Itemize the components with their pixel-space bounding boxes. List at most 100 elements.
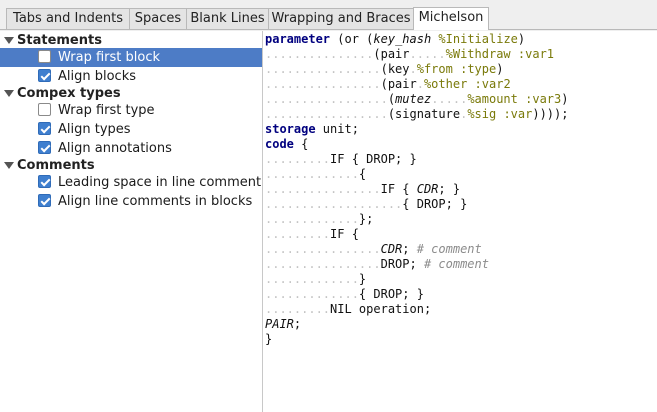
code-line: .........NIL operation; bbox=[265, 302, 568, 317]
option-align-line-comments-in-blocks[interactable]: Align line comments in blocks bbox=[0, 192, 262, 211]
tab-bar: Tabs and Indents Spaces Blank Lines Wrap… bbox=[0, 0, 657, 30]
code-token: %sig bbox=[467, 107, 497, 121]
code-line: PAIR; bbox=[265, 317, 568, 332]
tree-group-comments[interactable]: Comments bbox=[0, 156, 262, 175]
code-line: .................(mutez.....%amount :var… bbox=[265, 92, 568, 107]
code-line: ................DROP; # comment bbox=[265, 257, 568, 272]
code-token: ) bbox=[561, 92, 569, 106]
code-line: code { bbox=[265, 137, 568, 152]
expand-triangle-icon[interactable] bbox=[4, 90, 14, 97]
code-line: .........IF { DROP; } bbox=[265, 152, 568, 167]
checkbox-checked[interactable] bbox=[38, 122, 51, 135]
code-token: CDR bbox=[380, 242, 403, 256]
option-label: Wrap first type bbox=[58, 103, 155, 118]
code-token: } bbox=[265, 332, 273, 346]
whitespace-dots: ..... bbox=[431, 92, 468, 106]
code-line: .........IF { bbox=[265, 227, 568, 242]
code-token: :var2 bbox=[474, 77, 511, 91]
code-token: NIL operation; bbox=[330, 302, 432, 316]
tree-group-statements[interactable]: Statements bbox=[0, 31, 262, 50]
code-token: IF { bbox=[330, 227, 359, 241]
checkbox[interactable] bbox=[38, 50, 51, 63]
whitespace-dots: ............. bbox=[265, 212, 359, 226]
group-label: Statements bbox=[17, 33, 102, 48]
checkbox[interactable] bbox=[38, 103, 51, 116]
code-token: %other bbox=[423, 77, 468, 91]
checkbox-checked[interactable] bbox=[38, 69, 51, 82]
code-token: mutez bbox=[395, 92, 432, 106]
option-wrap-first-block[interactable]: Wrap first block bbox=[0, 48, 262, 67]
code-token: parameter bbox=[265, 32, 331, 46]
code-line: .............}; bbox=[265, 212, 568, 227]
whitespace-dots: ................ bbox=[265, 257, 381, 271]
code-token: key_hash bbox=[373, 32, 432, 46]
whitespace-dots: ............. bbox=[265, 287, 359, 301]
whitespace-dots: . bbox=[460, 107, 468, 121]
code-line: } bbox=[265, 332, 568, 347]
whitespace-dots: ................ bbox=[265, 182, 381, 196]
code-token: ) bbox=[517, 32, 526, 46]
code-token: (signature bbox=[387, 107, 461, 121]
code-token: :var3 bbox=[525, 92, 562, 106]
code-token: :var1 bbox=[517, 47, 555, 61]
tab-tabs-and-indents[interactable]: Tabs and Indents bbox=[6, 8, 130, 29]
code-line: .............{ DROP; } bbox=[265, 287, 568, 302]
code-line: storage unit; bbox=[265, 122, 568, 137]
expand-triangle-icon[interactable] bbox=[4, 162, 14, 169]
code-token: :var bbox=[503, 107, 533, 121]
code-line: ................(pair.%other :var2 bbox=[265, 77, 568, 92]
group-label: Comments bbox=[17, 158, 95, 173]
option-align-annotations[interactable]: Align annotations bbox=[0, 139, 262, 158]
whitespace-dots: ................... bbox=[265, 197, 403, 211]
code-token: # comment bbox=[423, 257, 489, 271]
expand-triangle-icon[interactable] bbox=[4, 37, 14, 44]
code-preview-editor[interactable]: parameter (or (key_hash %Initialize)....… bbox=[263, 31, 657, 412]
code-token bbox=[511, 47, 518, 61]
code-token: PAIR bbox=[265, 317, 294, 331]
code-token: %from bbox=[416, 62, 453, 76]
whitespace-dots: ......... bbox=[265, 152, 331, 166]
checkbox-checked[interactable] bbox=[38, 141, 51, 154]
code-token: )))); bbox=[532, 107, 569, 121]
code-line: .................(signature.%sig :var)))… bbox=[265, 107, 568, 122]
whitespace-dots: ............... bbox=[265, 47, 374, 61]
option-align-types[interactable]: Align types bbox=[0, 120, 262, 139]
whitespace-dots: ..... bbox=[409, 47, 446, 61]
code-token: (key bbox=[380, 62, 410, 76]
tree-group-compex-types[interactable]: Compex types bbox=[0, 84, 262, 103]
code-token: # comment bbox=[416, 242, 482, 256]
code-token: }; bbox=[358, 212, 374, 226]
tab-wrapping-and-braces[interactable]: Wrapping and Braces bbox=[268, 8, 414, 29]
code-token: IF { DROP; } bbox=[330, 152, 417, 166]
option-wrap-first-type[interactable]: Wrap first type bbox=[0, 101, 262, 120]
code-token: unit; bbox=[315, 122, 359, 136]
code-token: IF { bbox=[380, 182, 417, 196]
code-token: storage bbox=[265, 122, 316, 136]
whitespace-dots: ............. bbox=[265, 272, 359, 286]
code-line: .............{ bbox=[265, 167, 568, 182]
code-preview: parameter (or (key_hash %Initialize)....… bbox=[265, 32, 568, 347]
option-label: Wrap first block bbox=[58, 50, 160, 65]
option-align-blocks[interactable]: Align blocks bbox=[0, 67, 262, 86]
code-token: { bbox=[293, 137, 309, 151]
option-leading-space-in-line-comment[interactable]: Leading space in line comment bbox=[0, 173, 262, 192]
whitespace-dots: ......... bbox=[265, 227, 331, 241]
group-label: Compex types bbox=[17, 86, 121, 101]
whitespace-dots: ................ bbox=[265, 242, 381, 256]
checkbox-checked[interactable] bbox=[38, 194, 51, 207]
code-line: parameter (or (key_hash %Initialize) bbox=[265, 32, 568, 47]
tab-blank-lines[interactable]: Blank Lines bbox=[186, 8, 269, 29]
checkbox-checked[interactable] bbox=[38, 175, 51, 188]
tab-spaces[interactable]: Spaces bbox=[129, 8, 187, 29]
code-token: (pair bbox=[380, 77, 417, 91]
whitespace-dots: ................. bbox=[265, 92, 388, 106]
settings-tree: Statements Wrap first block Align blocks… bbox=[0, 31, 263, 412]
code-line: ...............(pair.....%Withdraw :var1 bbox=[265, 47, 568, 62]
code-token: ; bbox=[402, 242, 417, 256]
code-token: code bbox=[265, 137, 294, 151]
code-token: { DROP; } bbox=[402, 197, 468, 211]
tab-michelson[interactable]: Michelson bbox=[413, 7, 489, 30]
option-label: Align blocks bbox=[58, 69, 137, 84]
code-token: (pair bbox=[373, 47, 410, 61]
code-line: ................IF { CDR; } bbox=[265, 182, 568, 197]
